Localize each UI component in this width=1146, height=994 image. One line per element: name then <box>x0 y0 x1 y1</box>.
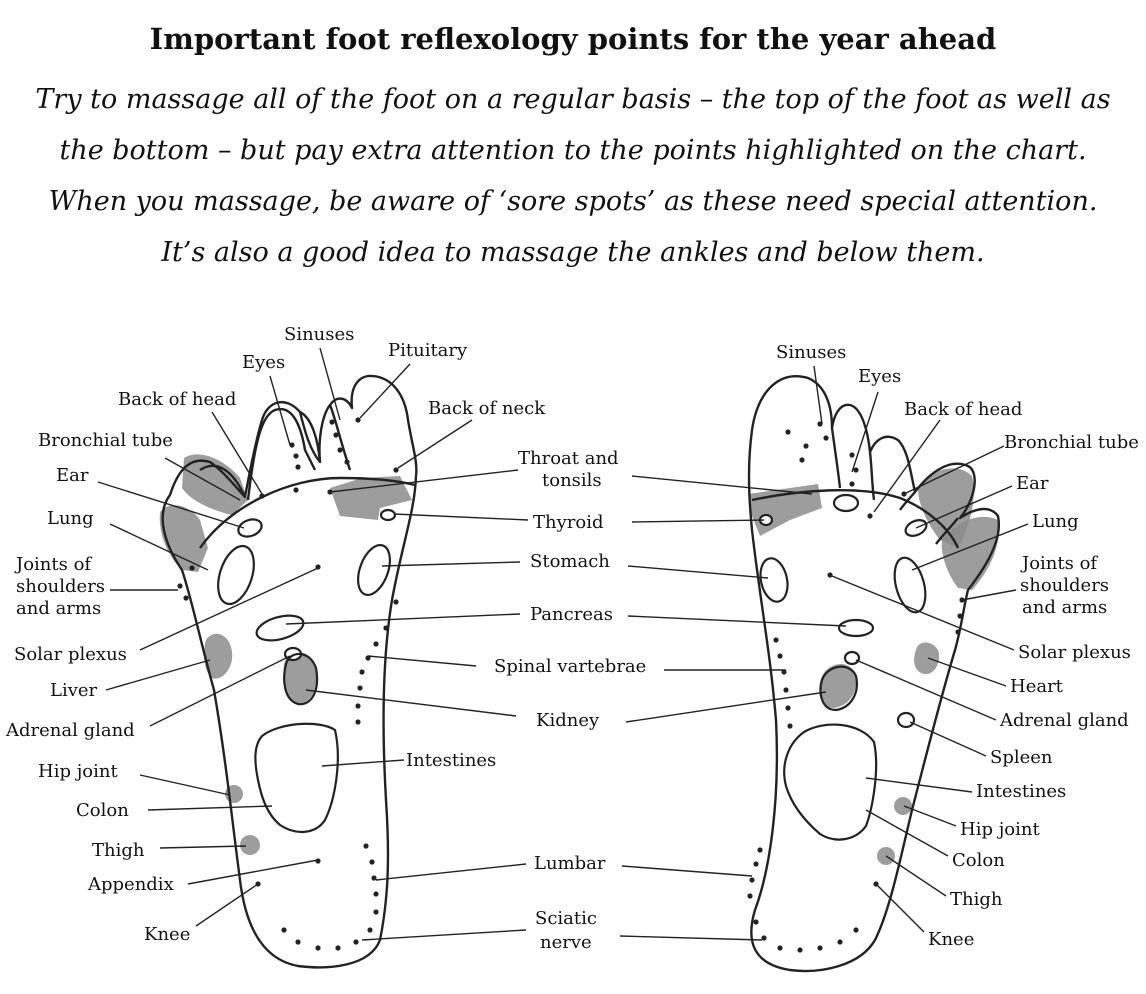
label-lung-left: Lung <box>47 508 94 529</box>
right-intestines-organ <box>784 725 876 840</box>
left-thigh-shade <box>240 835 260 855</box>
right-pancreas-organ <box>839 620 873 636</box>
label-lung-right: Lung <box>1032 511 1079 532</box>
right-foot: Sinuses Eyes Back of head Bronchial tube… <box>620 342 1139 971</box>
left-foot: Sinuses Eyes Pituitary Back of head Back… <box>5 324 546 967</box>
label-lumbar: Lumbar <box>534 853 606 874</box>
right-adrenal-organ <box>845 652 859 664</box>
right-foot-outline <box>749 376 999 971</box>
label-spinal-vertebrae: Spinal vartebrae <box>494 656 646 677</box>
label-colon-left: Colon <box>76 800 129 821</box>
label-adrenal-gland-left: Adrenal gland <box>5 720 135 741</box>
label-pancreas: Pancreas <box>530 604 613 625</box>
label-joints-left-3: and arms <box>16 598 101 619</box>
label-eyes-left: Eyes <box>242 352 285 373</box>
label-back-of-head-left: Back of head <box>118 389 236 410</box>
left-intestines-organ <box>255 724 337 832</box>
left-pancreas-organ <box>254 611 306 645</box>
label-sinuses-right: Sinuses <box>776 342 846 363</box>
label-knee-right: Knee <box>928 929 974 950</box>
label-ear-left: Ear <box>56 465 89 486</box>
label-intestines-right: Intestines <box>976 781 1066 802</box>
label-colon-right: Colon <box>952 850 1005 871</box>
label-back-of-head-right: Back of head <box>904 399 1022 420</box>
label-spleen: Spleen <box>990 747 1053 768</box>
label-joints-right-2: shoulders <box>1020 575 1109 596</box>
label-eyes-right: Eyes <box>858 366 901 387</box>
label-appendix: Appendix <box>87 874 174 895</box>
label-joints-left-1: Joints of <box>14 554 92 575</box>
right-hip-shade <box>894 797 912 815</box>
label-thyroid: Thyroid <box>533 512 604 533</box>
left-ear-organ <box>236 516 264 539</box>
label-thigh-right: Thigh <box>950 889 1003 910</box>
label-adrenal-gland-right: Adrenal gland <box>999 710 1129 731</box>
label-throat-2: tonsils <box>542 470 602 491</box>
label-solar-plexus-left: Solar plexus <box>14 644 127 665</box>
label-intestines-center: Intestines <box>406 750 496 771</box>
center-labels: Throat and tonsils Thyroid Stomach Pancr… <box>406 448 646 953</box>
label-knee-left: Knee <box>144 924 190 945</box>
label-throat-1: Throat and <box>518 448 619 469</box>
right-lung-organ <box>889 554 931 615</box>
right-spleen-organ <box>898 713 914 727</box>
right-heart-shade <box>914 643 939 675</box>
label-stomach: Stomach <box>530 551 610 572</box>
label-joints-right-1: Joints of <box>1020 553 1098 574</box>
label-sciatic-1: Sciatic <box>535 908 597 929</box>
label-bronchial-tube-left: Bronchial tube <box>38 430 173 451</box>
label-kidney: Kidney <box>536 710 600 731</box>
label-joints-right-3: and arms <box>1022 597 1107 618</box>
label-pituitary: Pituitary <box>388 340 468 361</box>
label-hip-joint-right: Hip joint <box>960 819 1040 840</box>
label-back-of-neck: Back of neck <box>428 398 546 419</box>
label-sinuses-left: Sinuses <box>284 324 354 345</box>
right-toe-line <box>832 428 840 488</box>
label-thigh-left: Thigh <box>92 840 145 861</box>
label-liver: Liver <box>50 680 98 701</box>
label-solar-plexus-right: Solar plexus <box>1018 642 1131 663</box>
right-pituitary-organ <box>834 495 858 511</box>
left-thyroid-organ <box>381 510 395 520</box>
label-bronchial-tube-right: Bronchial tube <box>1004 432 1139 453</box>
label-heart: Heart <box>1010 676 1064 697</box>
label-ear-right: Ear <box>1016 473 1049 494</box>
label-joints-left-2: shoulders <box>16 576 105 597</box>
left-stomach-organ <box>352 541 396 599</box>
label-sciatic-2: nerve <box>540 932 592 953</box>
label-hip-joint-left: Hip joint <box>38 761 118 782</box>
